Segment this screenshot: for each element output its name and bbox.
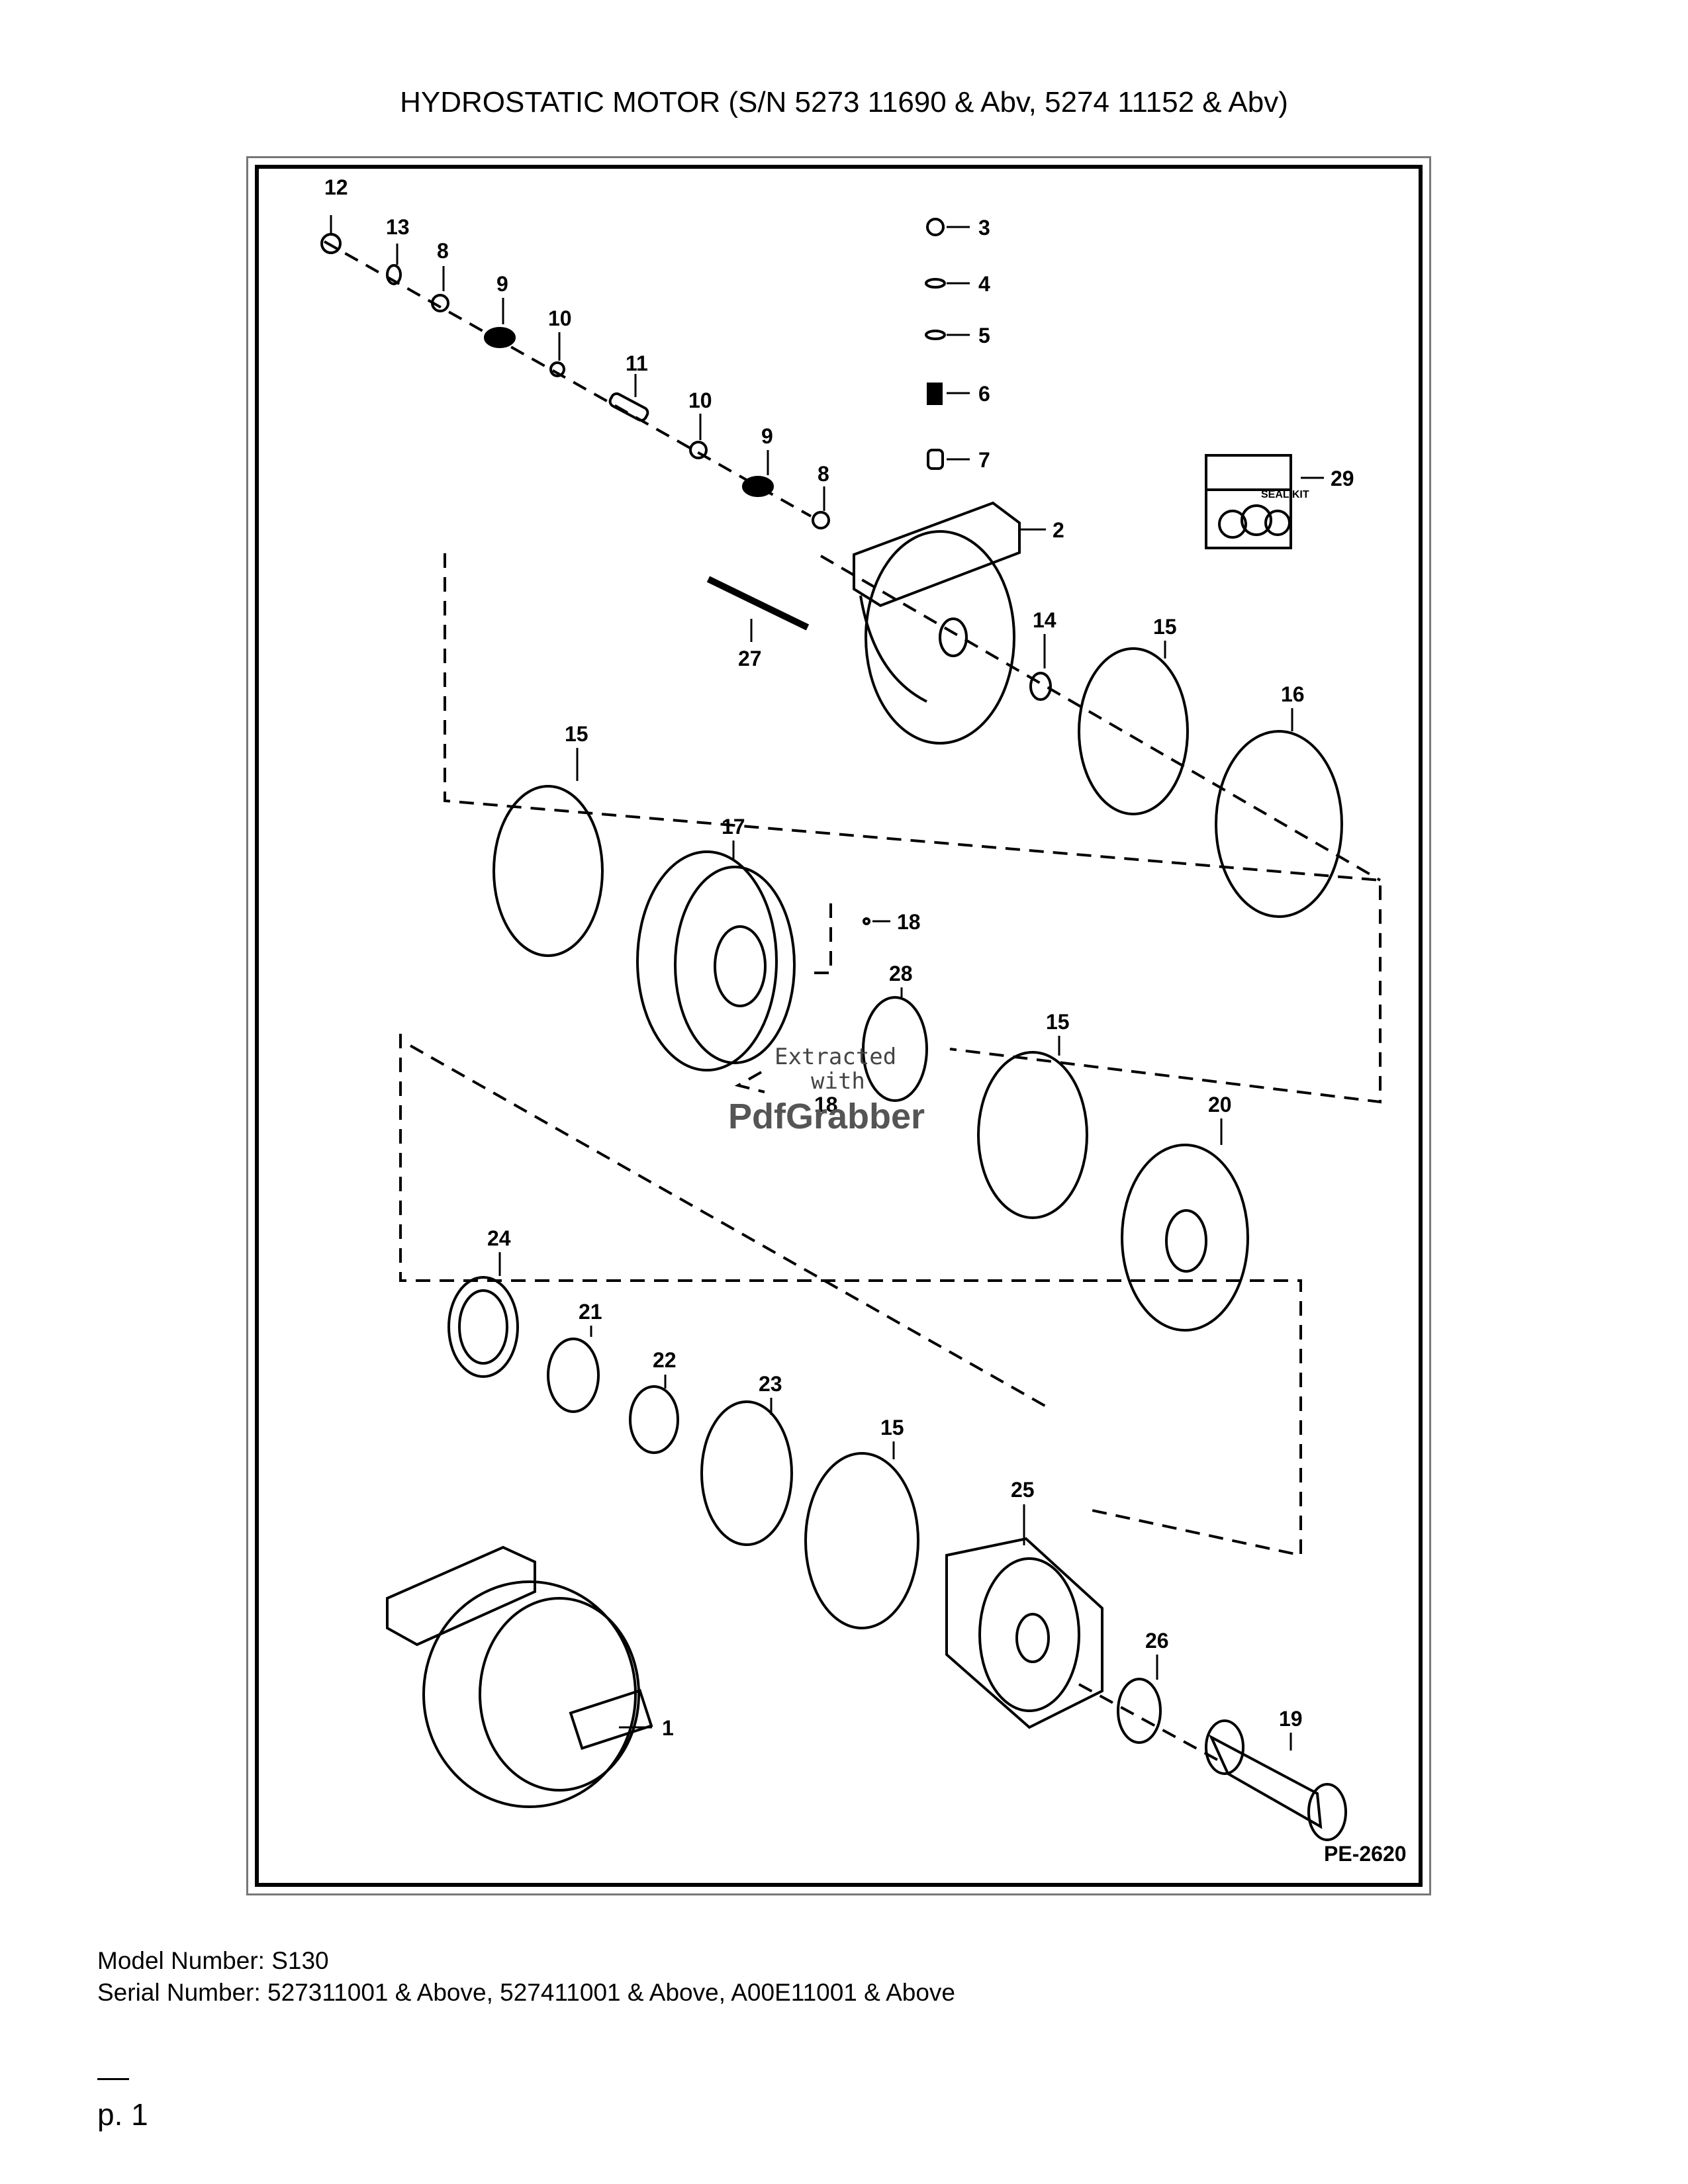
spool-parts: [320, 233, 830, 529]
model-number: Model Number: S130: [97, 1947, 329, 1974]
callout-29: 29: [1331, 467, 1354, 490]
callout-11: 11: [626, 351, 648, 375]
diagram-frame-inner: [255, 165, 1423, 1887]
page-title: HYDROSTATIC MOTOR (S/N 5273 11690 & Abv,…: [400, 86, 1288, 118]
figure-code: PE-2620: [1324, 1842, 1407, 1866]
assembly-axis-lines: [324, 240, 1382, 1765]
callout-19: 19: [1279, 1707, 1303, 1731]
motor-assembly: [386, 1545, 653, 1808]
callout-4: 4: [978, 272, 990, 296]
callout-27: 27: [738, 647, 762, 670]
callout-22: 22: [653, 1348, 677, 1372]
seal-kit-label: SEAL KIT: [1261, 489, 1309, 500]
callout-18b: 18: [814, 1093, 838, 1116]
watermark: Extracted with PdfGrabber: [728, 1044, 925, 1136]
callout-26: 26: [1145, 1629, 1169, 1653]
callout-23: 23: [759, 1372, 782, 1396]
callout-21: 21: [579, 1300, 602, 1324]
callout-1: 1: [662, 1716, 674, 1740]
callout-5: 5: [978, 324, 990, 347]
svg-text:with: with: [811, 1068, 865, 1095]
callout-15d: 15: [880, 1416, 904, 1439]
callout-17: 17: [722, 815, 745, 839]
callout-6: 6: [978, 382, 990, 406]
callout-8: 8: [437, 239, 449, 263]
callout-10b: 10: [688, 388, 712, 412]
callout-18a: 18: [897, 910, 921, 934]
seal-kit-box: [1205, 454, 1292, 549]
gerotor: [636, 850, 796, 1071]
diagram-frame: [246, 156, 1431, 1895]
callout-7: 7: [978, 448, 990, 472]
valve-stack: [925, 218, 946, 470]
callout-14: 14: [1033, 608, 1056, 632]
callout-13: 13: [386, 215, 410, 239]
callout-2: 2: [1053, 518, 1064, 542]
callout-25: 25: [1011, 1478, 1035, 1502]
callout-15c: 15: [1046, 1010, 1070, 1034]
callout-3: 3: [978, 216, 990, 240]
callout-12: 12: [324, 175, 348, 199]
output-shaft: [1205, 1719, 1347, 1841]
callout-15a: 15: [1153, 615, 1177, 639]
callout-16: 16: [1281, 682, 1305, 706]
svg-text:PdfGrabber: PdfGrabber: [728, 1097, 925, 1136]
flange-housing: [945, 1537, 1103, 1729]
callout-8b: 8: [818, 462, 829, 486]
callout-9: 9: [496, 272, 508, 296]
callout-24: 24: [487, 1226, 511, 1250]
callout-labels: 12 13 8 9 10 11 10 9 8 3 4 5 6 7 29 2 27…: [324, 175, 1354, 1740]
callout-10: 10: [548, 306, 572, 330]
valve-housing: [853, 501, 1021, 745]
callout-28: 28: [889, 962, 913, 985]
serial-number: Serial Number: 527311001 & Above, 527411…: [97, 1979, 955, 2006]
svg-text:Extracted: Extracted: [774, 1044, 896, 1070]
callout-20: 20: [1208, 1093, 1232, 1116]
leader-lines: [330, 215, 1324, 1751]
page-number-rule: [97, 2078, 129, 2080]
callout-15b: 15: [565, 722, 588, 746]
callout-9b: 9: [761, 424, 773, 448]
page-number: p. 1: [97, 2097, 148, 2132]
